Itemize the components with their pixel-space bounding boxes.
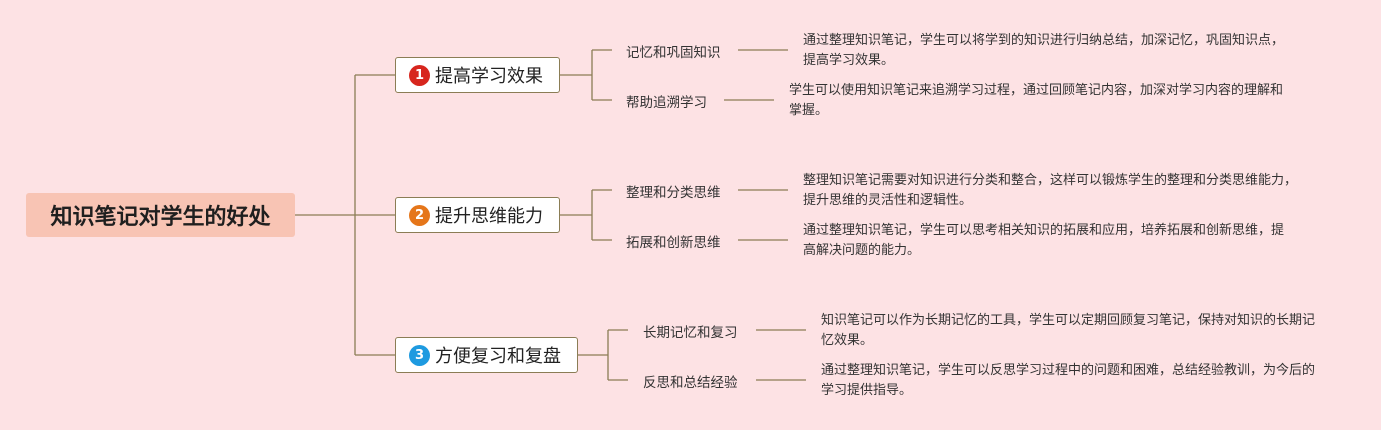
topic-2-1[interactable]: 整理和分类思维 [626,185,721,201]
root-title: 知识笔记对学生的好处 [50,205,271,230]
branch-1[interactable]: 1 提高学习效果 [395,57,560,93]
topic-1-1[interactable]: 记忆和巩固知识 [626,45,721,61]
branch-2[interactable]: 2 提升思维能力 [395,197,560,233]
description-1-1: 通过整理知识笔记，学生可以将学到的知识进行归纳总结，加深记忆，巩固知识点，提高学… [803,33,1285,68]
root-topic[interactable]: 知识笔记对学生的好处 [26,193,295,237]
description-2-1: 整理知识笔记需要对知识进行分类和整合，这样可以锻炼学生的整理和分类思维能力，提升… [803,173,1298,208]
branch-3-label: 方便复习和复盘 [435,346,561,367]
number-2-icon: 2 [409,204,430,226]
description-2-2: 通过整理知识笔记，学生可以思考相关知识的拓展和应用，培养拓展和创新思维，提高解决… [803,223,1285,258]
topic-3-2[interactable]: 反思和总结经验 [643,375,738,391]
branch-1-label: 提高学习效果 [435,66,543,87]
description-3-2: 通过整理知识笔记，学生可以反思学习过程中的问题和困难，总结经验教训，为今后的学习… [821,363,1316,398]
branch-3[interactable]: 3 方便复习和复盘 [395,337,578,373]
topic-2-2[interactable]: 拓展和创新思维 [626,235,721,251]
topic-3-1[interactable]: 长期记忆和复习 [643,325,738,341]
description-3-1: 知识笔记可以作为长期记忆的工具，学生可以定期回顾复习笔记，保持对知识的长期记忆效… [821,313,1316,348]
branch-2-label: 提升思维能力 [435,206,543,227]
number-3-icon: 3 [409,344,430,366]
number-1-icon: 1 [409,64,430,86]
topic-1-2[interactable]: 帮助追溯学习 [626,95,707,111]
description-1-2: 学生可以使用知识笔记来追溯学习过程，通过回顾笔记内容，加深对学习内容的理解和掌握… [789,83,1284,118]
